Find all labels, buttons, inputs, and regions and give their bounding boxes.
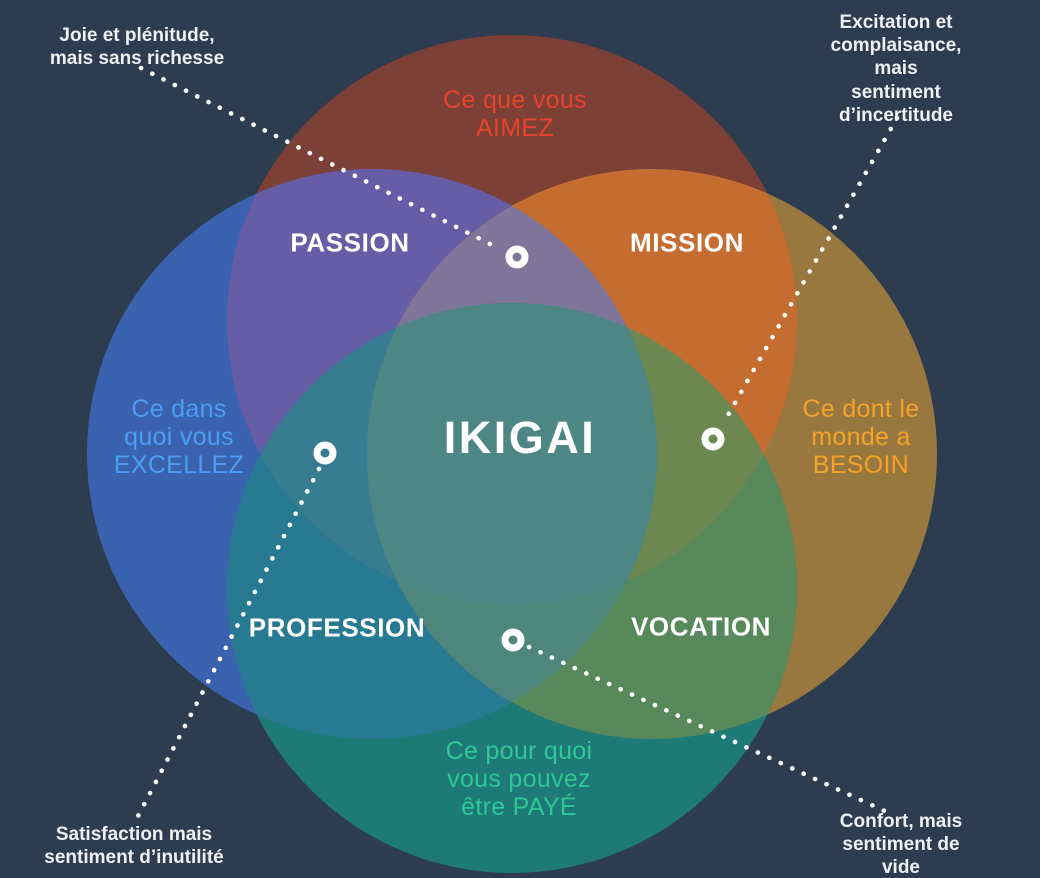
connector-markers — [313, 245, 725, 652]
region-ikigai-center — [367, 303, 657, 605]
dotted-line-top-right — [720, 115, 900, 427]
marker-top — [505, 245, 529, 269]
marker-left — [313, 441, 337, 465]
dotted-line-top-left — [138, 65, 503, 252]
marker-bottom — [501, 628, 525, 652]
dotted-line-bottom-left — [133, 466, 322, 823]
connector-lines — [133, 65, 900, 823]
marker-right — [701, 427, 725, 451]
